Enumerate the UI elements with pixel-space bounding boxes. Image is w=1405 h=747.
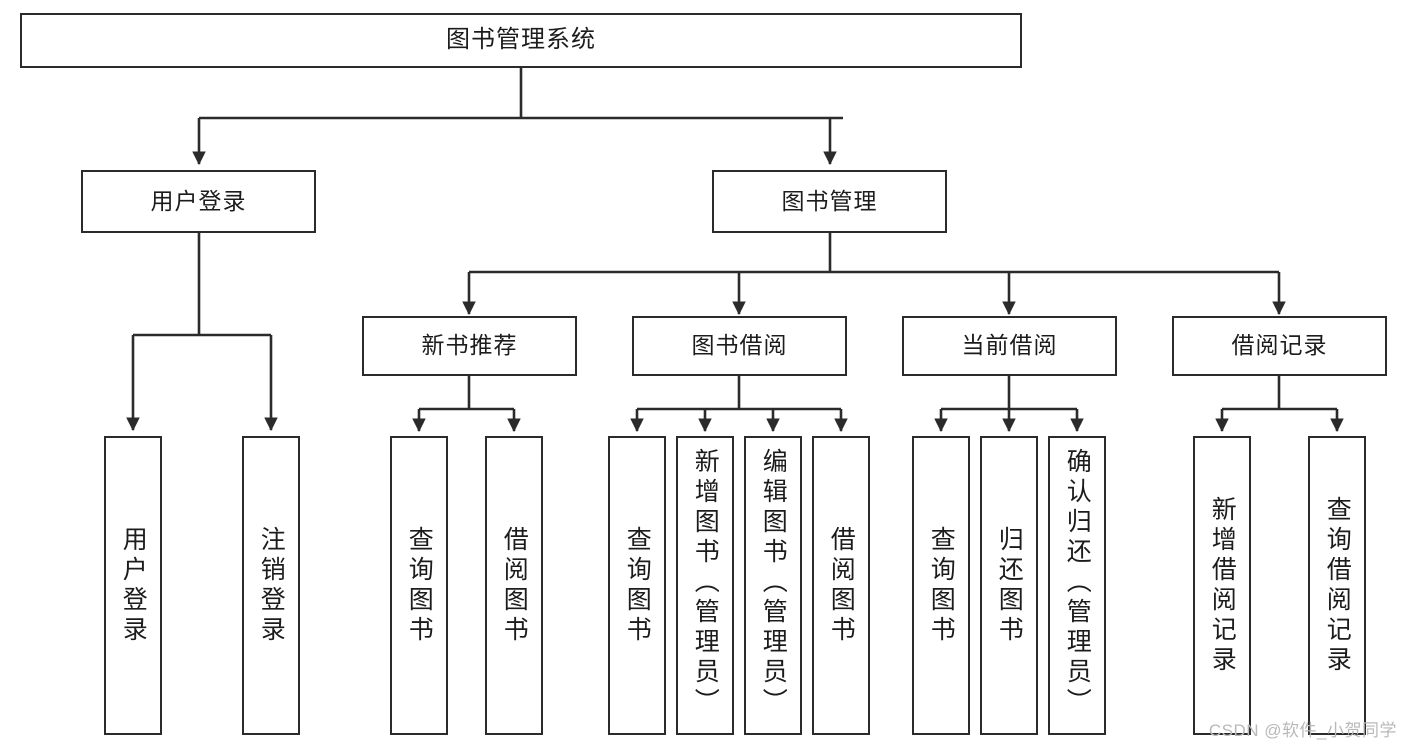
node-label: 注销登录 [257,525,286,646]
leaf-current-borrow-query[interactable]: 查询图书 [912,436,970,735]
node-borrow-record[interactable]: 借阅记录 [1172,316,1387,376]
node-label: 借阅图书 [827,525,856,646]
node-label: 查询图书 [623,525,652,646]
node-label: 新书推荐 [421,332,518,359]
leaf-user-login-signin[interactable]: 用户登录 [104,436,162,735]
node-label: 新增借阅记录 [1208,495,1237,676]
leaf-new-book-query[interactable]: 查询图书 [390,436,448,735]
node-label: 图书借阅 [691,332,788,359]
leaf-borrow-record-add[interactable]: 新增借阅记录 [1193,436,1251,735]
node-book-management[interactable]: 图书管理 [712,170,947,233]
node-label: 借阅图书 [500,525,529,646]
node-label: 编辑图书（管理员） [759,448,788,718]
node-label: 图书管理 [781,187,878,214]
node-label: 确认归还（管理员） [1063,448,1092,718]
node-book-borrow[interactable]: 图书借阅 [632,316,847,376]
node-label: 用户登录 [150,187,247,214]
node-label: 当前借阅 [961,332,1058,359]
node-label: 查询图书 [405,525,434,646]
node-new-book-recommend[interactable]: 新书推荐 [362,316,577,376]
leaf-borrow-record-query[interactable]: 查询借阅记录 [1308,436,1366,735]
node-root-system[interactable]: 图书管理系统 [20,13,1022,68]
node-label: 查询图书 [927,525,956,646]
leaf-book-borrow-lend[interactable]: 借阅图书 [812,436,870,735]
leaf-new-book-borrow[interactable]: 借阅图书 [485,436,543,735]
leaf-book-borrow-edit[interactable]: 编辑图书（管理员） [744,436,802,735]
leaf-current-borrow-confirm-return[interactable]: 确认归还（管理员） [1048,436,1106,735]
node-label: 查询借阅记录 [1323,495,1352,676]
node-label: 归还图书 [995,525,1024,646]
leaf-book-borrow-add[interactable]: 新增图书（管理员） [676,436,734,735]
node-current-borrow[interactable]: 当前借阅 [902,316,1117,376]
node-label: 新增图书（管理员） [691,448,720,718]
node-user-login[interactable]: 用户登录 [81,170,316,233]
leaf-book-borrow-query[interactable]: 查询图书 [608,436,666,735]
node-label: 用户登录 [119,525,148,646]
leaf-current-borrow-return[interactable]: 归还图书 [980,436,1038,735]
node-label: 借阅记录 [1231,332,1328,359]
node-label: 图书管理系统 [446,26,596,54]
leaf-user-login-signout[interactable]: 注销登录 [242,436,300,735]
